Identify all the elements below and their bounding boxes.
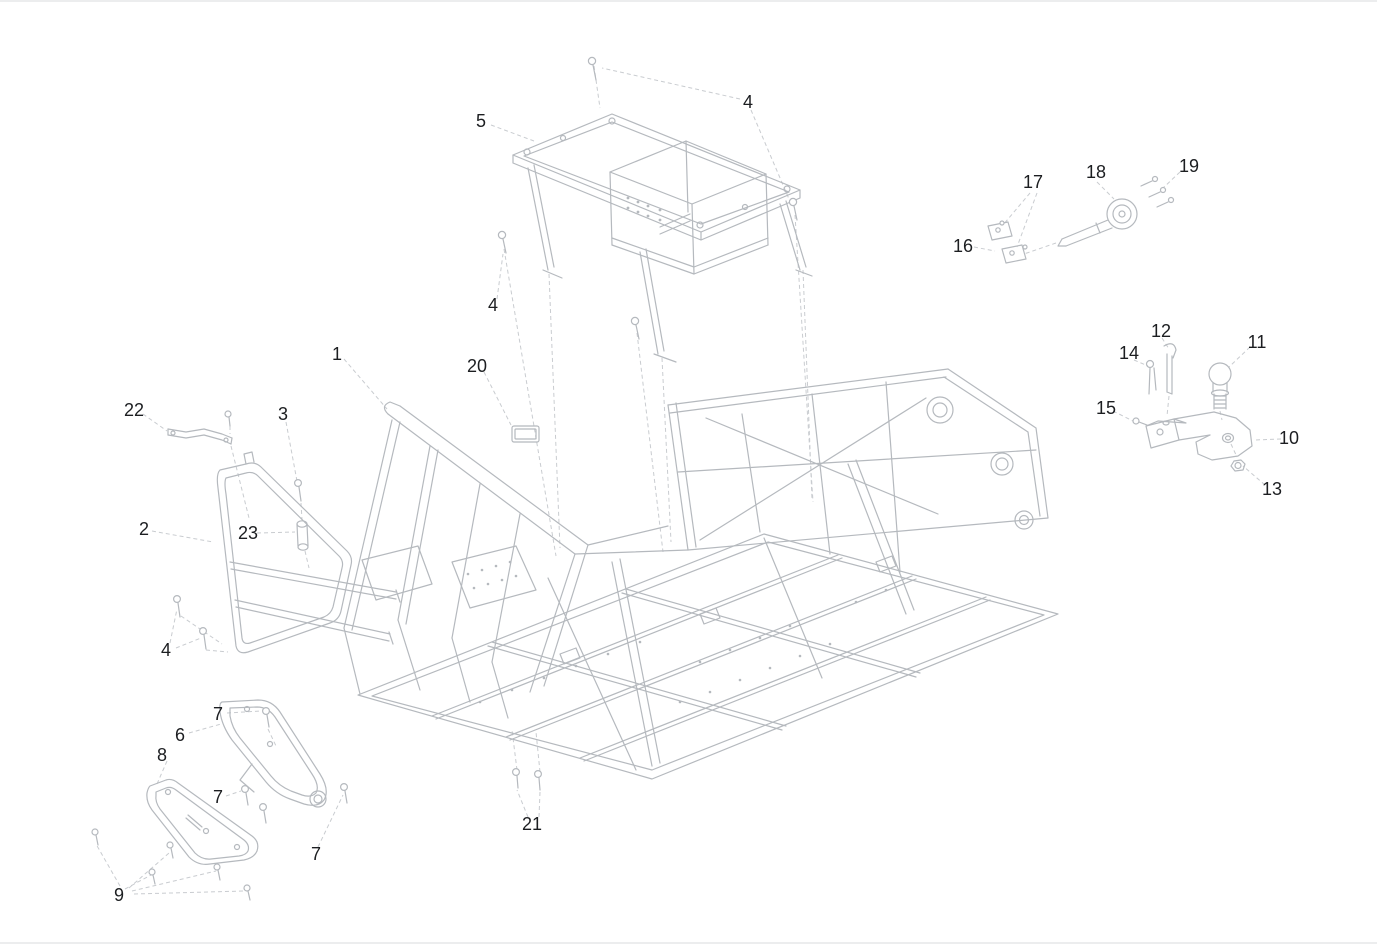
lock-screws [1140, 175, 1175, 208]
hitch-assembly [1132, 343, 1253, 472]
skid-plate-upper [219, 699, 327, 808]
lock-cylinder [1057, 198, 1138, 247]
lock-brackets [987, 220, 1028, 264]
battery-tray-assembly [512, 113, 813, 363]
mount-plate [511, 425, 540, 443]
mount-bracket [167, 410, 233, 445]
front-bumper [216, 451, 401, 654]
fastener-screws [91, 56, 798, 901]
skid-plate-lower [146, 778, 259, 865]
main-frame [343, 368, 1059, 780]
spacer-bushing [296, 520, 309, 551]
